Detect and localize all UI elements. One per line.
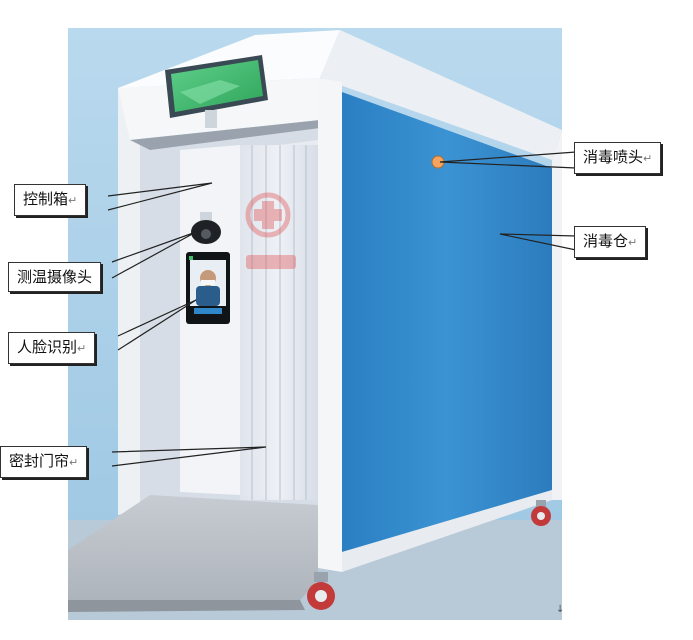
roof-underside bbox=[130, 120, 320, 150]
side-frame-right bbox=[552, 130, 562, 500]
temperature-camera-label: 测温摄像头 bbox=[8, 262, 102, 292]
face-recognition-label: 人脸识别↵ bbox=[8, 332, 96, 364]
return-mark: ↵ bbox=[68, 194, 78, 207]
roof-side bbox=[320, 30, 562, 160]
disinfection-chamber-label: 消毒仓↵ bbox=[574, 226, 647, 258]
left-frame bbox=[118, 80, 140, 515]
blue-side-panel bbox=[342, 92, 552, 552]
front-right-pillar bbox=[318, 78, 342, 572]
caster-wheel-back bbox=[531, 500, 551, 526]
entry-ramp bbox=[68, 495, 318, 600]
curtain-strips bbox=[240, 145, 318, 500]
disinfection-nozzle-label: 消毒喷头↵ bbox=[574, 142, 662, 174]
side-frame-bottom bbox=[342, 490, 552, 572]
face-recognition-terminal bbox=[186, 252, 230, 324]
temperature-camera bbox=[191, 212, 221, 244]
control-box-label: 控制箱↵ bbox=[14, 184, 87, 216]
caster-wheel-front bbox=[307, 572, 335, 610]
top-display-screen bbox=[165, 55, 268, 128]
red-cross-logo bbox=[245, 192, 296, 269]
return-mark: ↵ bbox=[628, 236, 638, 249]
return-mark: ↵ bbox=[69, 456, 79, 469]
return-mark: ↵ bbox=[77, 342, 87, 355]
corner-mark: ↓ bbox=[556, 604, 565, 615]
ramp-edge bbox=[68, 600, 305, 612]
sealed-curtain-label: 密封门帘↵ bbox=[0, 446, 88, 478]
return-mark: ↵ bbox=[643, 152, 653, 165]
leader-lines bbox=[107, 151, 577, 467]
